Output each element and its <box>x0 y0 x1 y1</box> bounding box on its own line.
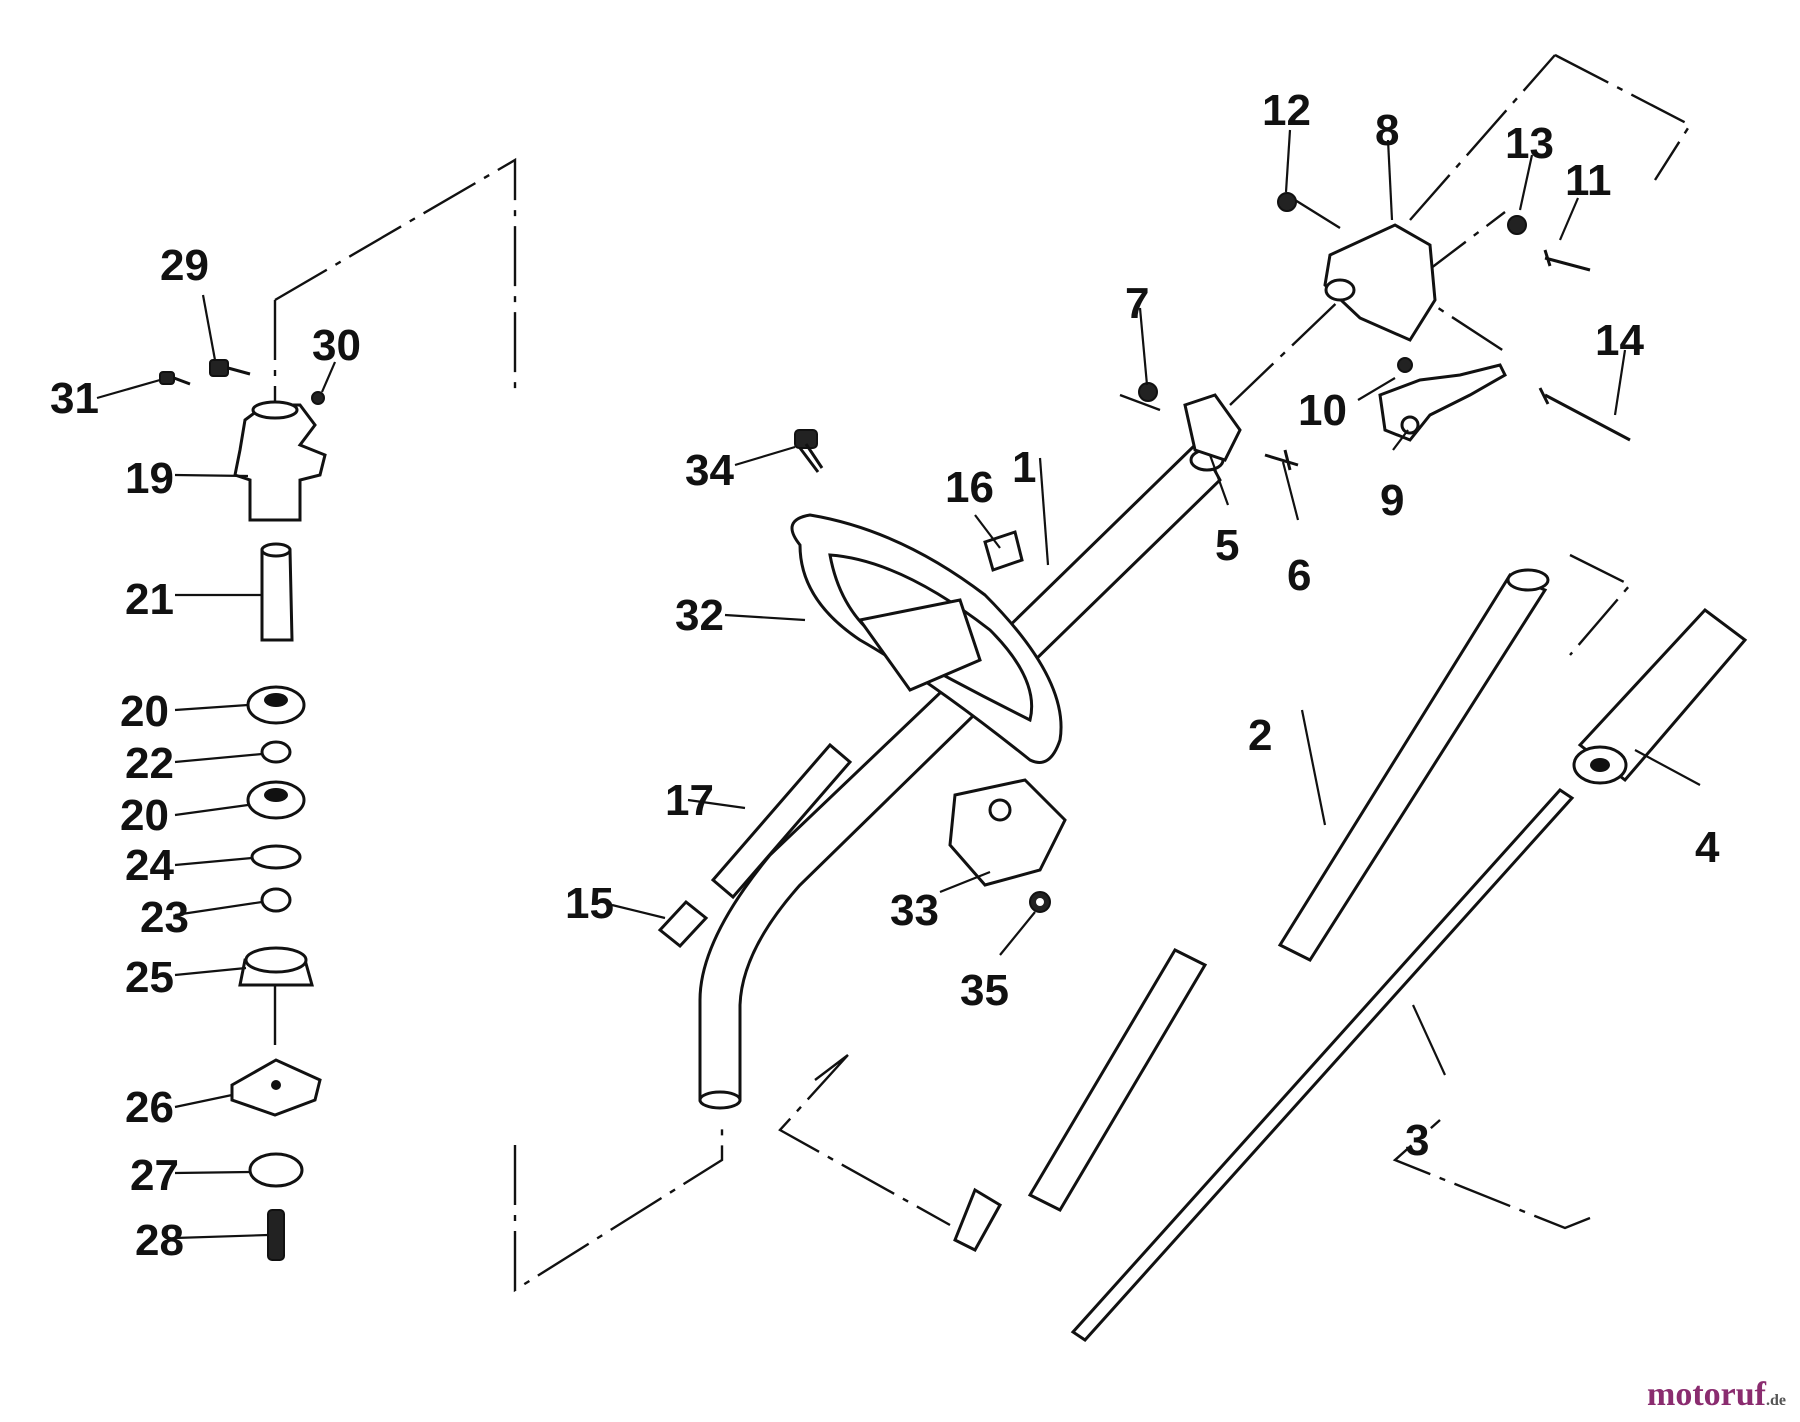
watermark-logo: motoruf.de <box>1647 1376 1786 1414</box>
callout-1: 1 <box>1012 443 1036 492</box>
callout-5: 5 <box>1215 521 1239 570</box>
clamp-part <box>948 778 1067 887</box>
grip-part <box>1572 607 1748 785</box>
throttle-clamp-part <box>1138 382 1299 471</box>
callout-34: 34 <box>685 446 734 495</box>
callout-30: 30 <box>312 321 361 370</box>
throttle-housing-part <box>1277 192 1591 342</box>
nut-part <box>1029 891 1051 913</box>
callout-13: 13 <box>1505 119 1554 168</box>
leader-lines <box>96 129 1701 1240</box>
callout-7: 7 <box>1125 279 1149 328</box>
grip-sleeve-part <box>657 742 853 949</box>
callout-22: 22 <box>125 739 174 788</box>
callout-28: 28 <box>135 1216 184 1265</box>
callout-16: 16 <box>945 463 994 512</box>
callout-9: 9 <box>1380 476 1404 525</box>
callout-26: 26 <box>125 1083 174 1132</box>
callout-27: 27 <box>130 1151 179 1200</box>
throttle-trigger-part <box>1378 357 1631 442</box>
callout-20-upper: 20 <box>120 687 169 736</box>
callout-21: 21 <box>125 575 174 624</box>
callout-24: 24 <box>125 841 174 890</box>
handle-grip-part <box>790 513 1063 764</box>
label-decal-part <box>983 530 1024 572</box>
gear-head-stack <box>159 359 327 1261</box>
callout-labels: 1 2 3 4 5 6 7 8 9 10 11 12 13 14 15 16 1… <box>50 86 1720 1265</box>
callout-12: 12 <box>1262 86 1311 135</box>
callout-8: 8 <box>1375 106 1399 155</box>
callout-20-lower: 20 <box>120 791 169 840</box>
callout-14: 14 <box>1595 316 1644 365</box>
callout-6: 6 <box>1287 551 1311 600</box>
callout-25: 25 <box>125 953 174 1002</box>
callout-35: 35 <box>960 966 1009 1015</box>
callout-29: 29 <box>160 241 209 290</box>
watermark-brand: motoruf <box>1647 1376 1766 1413</box>
callout-33: 33 <box>890 886 939 935</box>
flex-shaft-part <box>1070 788 1575 1342</box>
callout-3: 3 <box>1405 1116 1429 1165</box>
drive-shaft-tube-part <box>953 568 1550 1252</box>
callout-19: 19 <box>125 454 174 503</box>
callout-23: 23 <box>140 893 189 942</box>
callout-32: 32 <box>675 591 724 640</box>
handle-screw-part <box>794 429 824 473</box>
callout-11: 11 <box>1565 156 1612 205</box>
callout-17: 17 <box>665 776 714 825</box>
watermark-tld: .de <box>1766 1392 1786 1409</box>
callout-31: 31 <box>50 374 99 423</box>
callout-15: 15 <box>565 879 614 928</box>
callout-2: 2 <box>1248 711 1272 760</box>
callout-10: 10 <box>1298 386 1347 435</box>
callout-4: 4 <box>1695 823 1720 872</box>
